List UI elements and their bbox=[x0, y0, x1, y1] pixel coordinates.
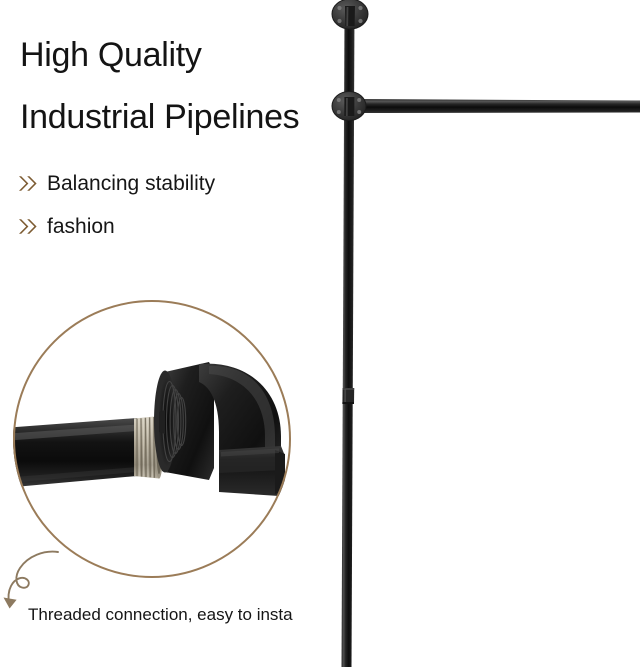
vertical-upright-pipe bbox=[341, 10, 355, 667]
headline-line-1: High Quality bbox=[20, 36, 202, 74]
feature-item-label: fashion bbox=[47, 215, 115, 238]
feature-item-balancing-stability: Balancing stability bbox=[18, 173, 215, 194]
detail-inset-ring bbox=[13, 300, 291, 578]
detail-caption: Threaded connection, easy to insta bbox=[28, 605, 293, 624]
feature-item-fashion: fashion bbox=[18, 216, 115, 237]
pipe-coupling-joint bbox=[342, 388, 355, 404]
pipe-rack-render bbox=[310, 0, 640, 667]
top-wall-flange bbox=[331, 0, 369, 30]
feature-item-label: Balancing stability bbox=[47, 172, 216, 195]
double-chevron-right-icon bbox=[18, 218, 38, 235]
curly-arrow-down-left-icon bbox=[0, 548, 62, 614]
double-chevron-right-icon bbox=[18, 175, 38, 192]
mid-wall-flange-tee bbox=[331, 91, 367, 121]
horizontal-hanging-rail bbox=[350, 99, 640, 113]
headline-line-2: Industrial Pipelines bbox=[20, 98, 300, 136]
